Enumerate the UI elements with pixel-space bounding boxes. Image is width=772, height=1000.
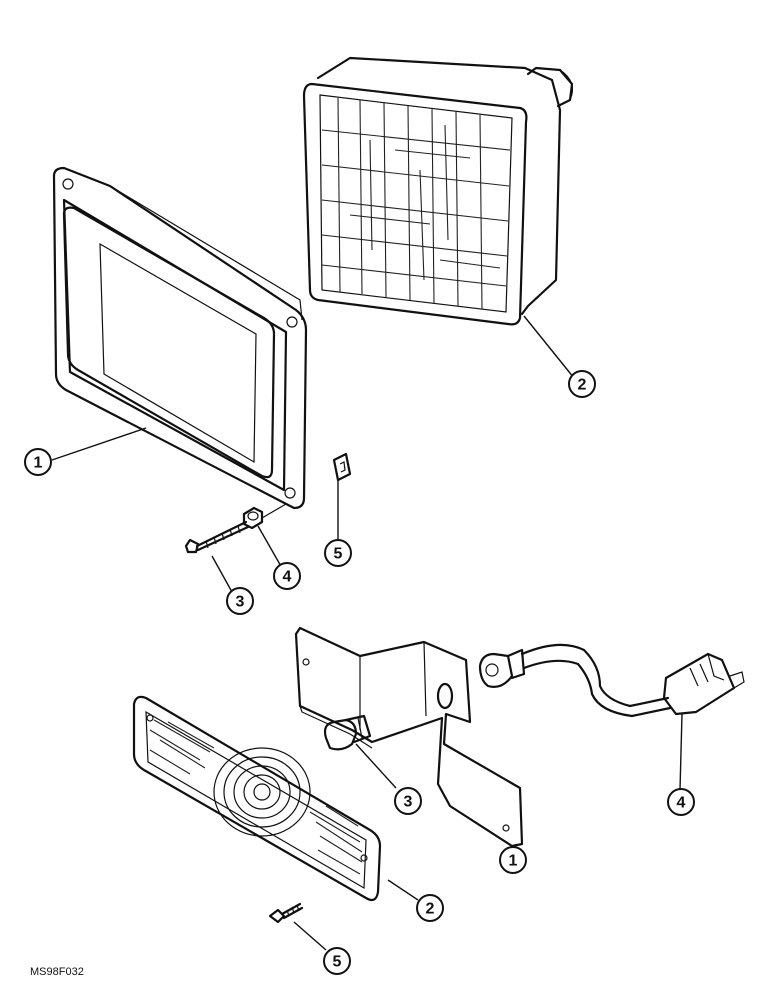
socket-harness — [478, 643, 745, 718]
wedge-bulb — [323, 714, 372, 751]
callout-upper-5: 5 — [324, 539, 352, 567]
lamp-housing — [302, 56, 574, 326]
lens-screw — [268, 902, 304, 924]
bezel-nut — [242, 506, 264, 530]
svg-text:3: 3 — [236, 594, 245, 611]
mounting-bezel — [52, 166, 308, 510]
svg-text:2: 2 — [578, 377, 587, 394]
callout-lower-1: 1 — [499, 846, 527, 874]
callout-lower-3: 3 — [394, 787, 422, 815]
svg-text:1: 1 — [34, 455, 43, 472]
callout-lower-4: 4 — [667, 788, 695, 816]
svg-text:4: 4 — [283, 569, 292, 586]
callout-lower-5: 5 — [323, 947, 351, 975]
callout-upper-4: 4 — [273, 562, 301, 590]
callout-upper-3: 3 — [226, 587, 254, 615]
bezel-clip — [332, 452, 352, 482]
bezel-screw — [184, 520, 250, 554]
callout-upper-1: 1 — [24, 448, 52, 476]
svg-text:1: 1 — [509, 853, 518, 870]
callout-upper-2: 2 — [568, 370, 596, 398]
callout-lower-2: 2 — [416, 894, 444, 922]
svg-text:3: 3 — [404, 794, 413, 811]
svg-text:2: 2 — [426, 901, 435, 918]
svg-text:5: 5 — [333, 954, 342, 971]
svg-text:4: 4 — [677, 795, 686, 812]
svg-text:5: 5 — [334, 546, 343, 563]
lamp-bracket — [294, 626, 524, 848]
drawing-code: MS98F032 — [30, 966, 84, 978]
reflector-lens — [132, 695, 382, 902]
